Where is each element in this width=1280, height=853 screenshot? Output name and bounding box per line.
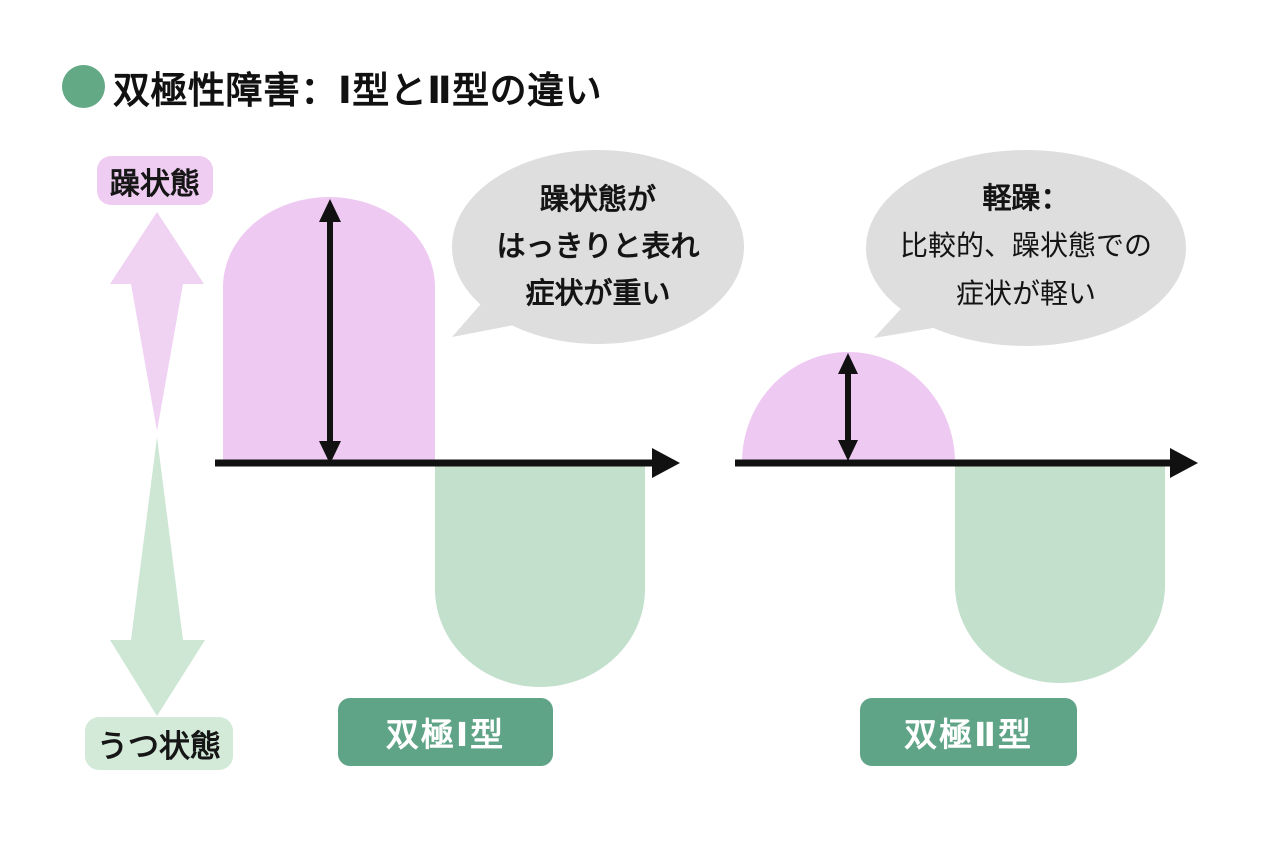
type1-depression-wave — [435, 466, 645, 687]
type1-speech-bubble — [452, 150, 744, 344]
type2-bubble-line-3: 症状が軽い — [955, 277, 1096, 310]
type1-axis-arrowhead-icon — [652, 448, 680, 478]
title-bullet-icon — [62, 65, 105, 108]
type1-bubble-line-2: はっきりと表れ — [496, 229, 700, 263]
type1-bubble-text: 躁状態が はっきりと表れ 症状が重い — [450, 176, 746, 317]
type1-bubble-line-1: 躁状態が — [539, 182, 656, 216]
type1-badge: 双極Ⅰ型 — [338, 698, 553, 766]
type2-speech-bubble-tail — [874, 275, 968, 338]
type2-amplitude-arrowhead-top-icon — [838, 353, 858, 374]
page-title: 双極性障害：Ⅰ型とⅡ型の違い — [113, 69, 603, 112]
type2-badge: 双極Ⅱ型 — [860, 698, 1077, 766]
mania-up-arrow — [110, 212, 204, 431]
type2-bubble-text: 軽躁： 比較的、躁状態での 症状が軽い — [860, 174, 1192, 318]
type1-bubble-line-3: 症状が重い — [525, 276, 671, 310]
type2-amplitude-arrowhead-bottom-icon — [838, 440, 858, 461]
mania-state-label: 躁状態 — [97, 156, 213, 205]
type2-bubble-line-1: 軽躁： — [982, 181, 1070, 215]
type1-speech-bubble-tail — [452, 273, 540, 337]
type2-axis-arrowhead-icon — [1170, 448, 1198, 478]
type1-amplitude-arrowhead-bottom-icon — [319, 441, 341, 464]
type1-amplitude-arrowhead-top-icon — [319, 199, 341, 222]
type2-depression-wave — [955, 466, 1165, 683]
depression-down-arrow — [110, 437, 205, 716]
depression-state-label: うつ状態 — [85, 717, 233, 770]
type2-bubble-line-2: 比較的、躁状態での — [899, 229, 1152, 262]
